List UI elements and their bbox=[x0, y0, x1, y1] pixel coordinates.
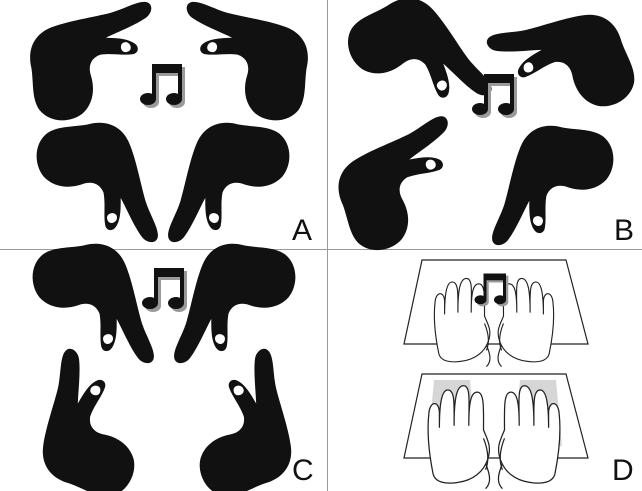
beamed-eighth-notes-icon bbox=[140, 64, 185, 108]
hand-silhouette-icon bbox=[32, 114, 159, 259]
hand-silhouette-icon bbox=[491, 117, 618, 262]
hand-silhouette-icon bbox=[167, 114, 294, 259]
panel-label-b: B bbox=[614, 214, 634, 247]
beamed-eighth-notes-icon bbox=[142, 268, 187, 312]
hand-silhouette-icon bbox=[338, 0, 494, 144]
hand-silhouette-icon bbox=[28, 235, 155, 380]
panel-d: D bbox=[404, 260, 634, 489]
hand-silhouette-icon bbox=[173, 235, 300, 380]
hand-silhouette-icon bbox=[22, 347, 166, 491]
panel-c: C bbox=[22, 235, 314, 491]
panel-label-d: D bbox=[612, 454, 634, 487]
panel-label-a: A bbox=[292, 214, 312, 247]
panel-label-c: C bbox=[292, 454, 314, 487]
hand-silhouette-icon bbox=[168, 347, 312, 491]
panel-a: A bbox=[23, 1, 315, 260]
hand-silhouette-icon bbox=[23, 1, 165, 124]
hand-silhouette-icon bbox=[173, 1, 315, 124]
panel-b: B bbox=[324, 0, 642, 262]
hand-silhouette-icon bbox=[324, 114, 481, 258]
